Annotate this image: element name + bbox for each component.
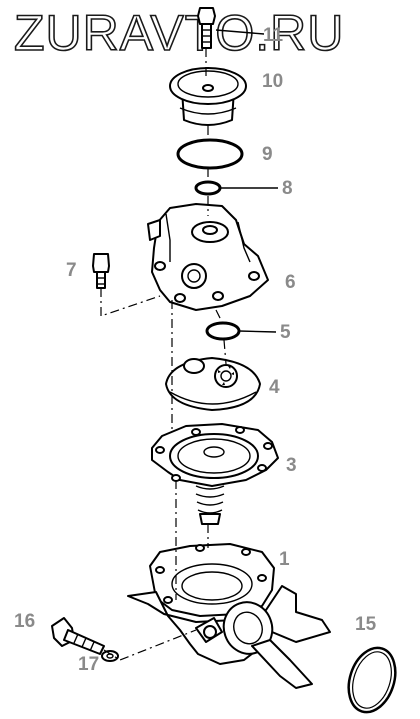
part-3-diaphragm — [151, 423, 279, 525]
part-7-screw — [92, 253, 110, 289]
leader-lines — [215, 29, 278, 333]
callout-3: 3 — [286, 455, 297, 476]
part-17-washer — [101, 650, 119, 662]
callout-17: 17 — [78, 654, 99, 675]
assembly-lines — [100, 48, 227, 661]
watermark-text: ZURAVTO.RU — [14, 5, 344, 61]
part-1-pump-body — [127, 543, 331, 689]
callout-16: 16 — [14, 611, 35, 632]
callout-5: 5 — [280, 322, 291, 343]
part-6-pump-housing — [147, 203, 269, 311]
part-5-o-ring — [205, 321, 241, 341]
part-9-seal-ring — [176, 138, 244, 170]
part-4-valve-plate — [165, 357, 261, 411]
callout-1: 1 — [279, 549, 290, 570]
callout-6: 6 — [285, 272, 296, 293]
callout-10: 10 — [262, 71, 283, 92]
part-16-bolt — [51, 617, 105, 655]
callout-4: 4 — [269, 377, 280, 398]
callout-15: 15 — [355, 614, 377, 635]
part-11-bolt — [197, 7, 216, 49]
callout-8: 8 — [282, 178, 293, 199]
callout-11: 11 — [263, 25, 284, 46]
callout-labels: 11 10 9 8 7 6 5 4 3 1 15 16 17 — [14, 25, 377, 675]
part-10-cap — [169, 67, 247, 126]
part-15-gasket-ring — [347, 646, 397, 714]
callout-7: 7 — [66, 260, 77, 281]
part-8-o-ring — [194, 180, 222, 196]
callout-9: 9 — [262, 144, 273, 165]
